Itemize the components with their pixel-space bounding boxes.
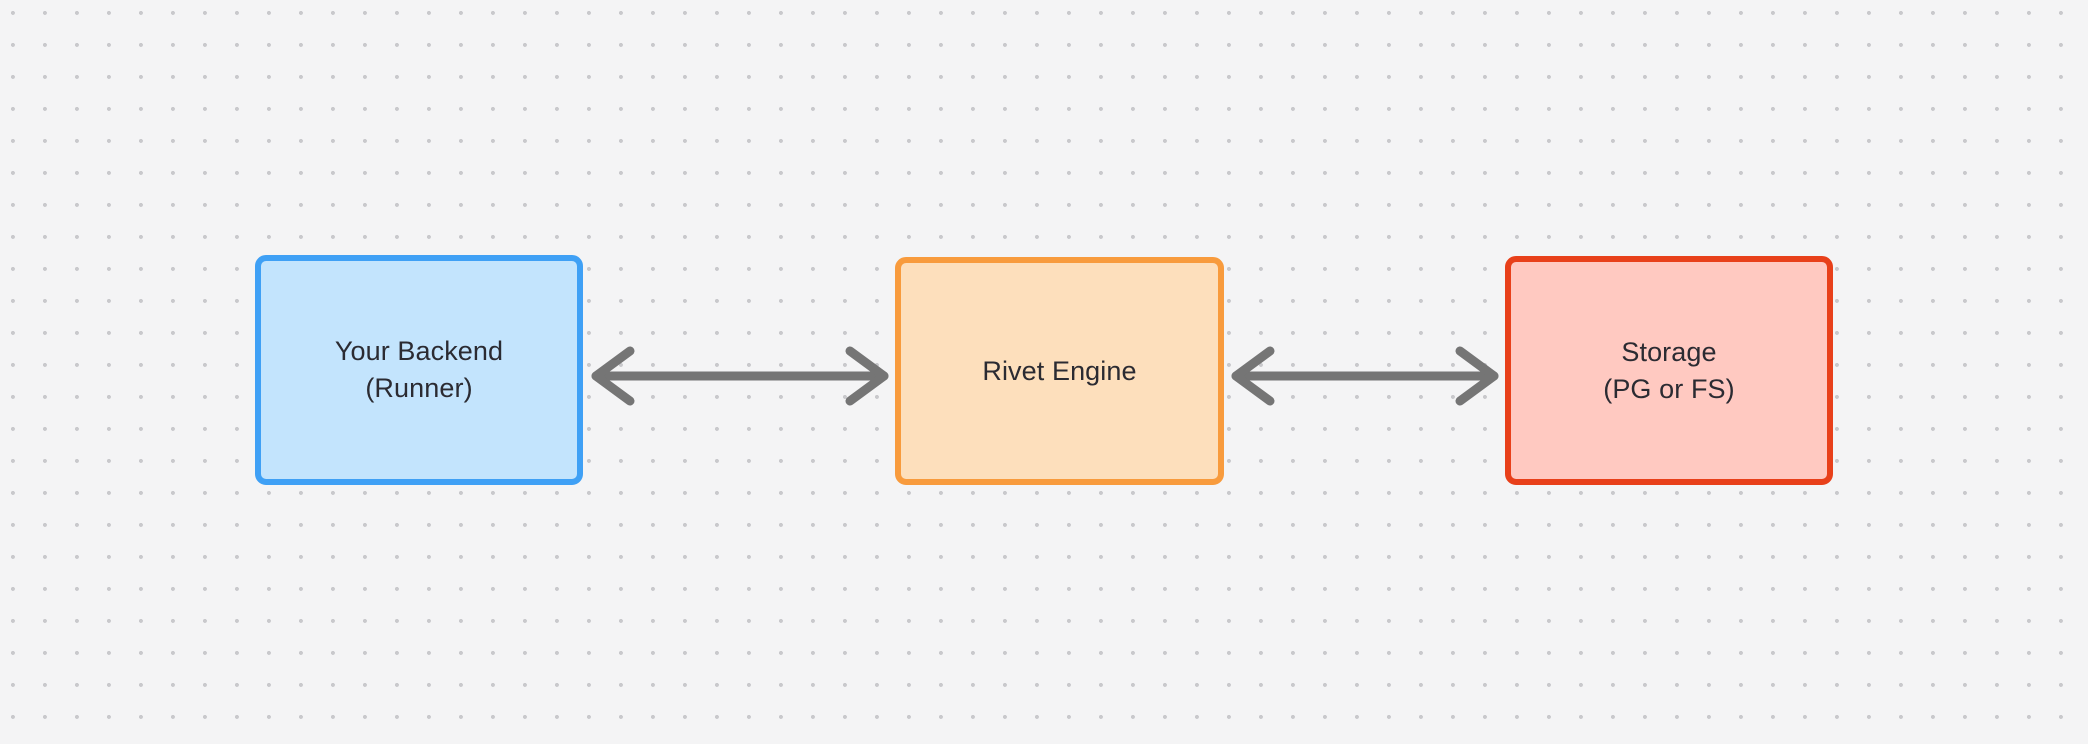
node-your-backend-line-2: (Runner) [365,373,473,403]
node-storage-line-1: Storage [1621,336,1717,367]
node-storage-line-2: (PG or FS) [1603,373,1735,404]
edge-backend-to-engine[interactable] [590,345,890,407]
node-rivet-engine[interactable]: Rivet Engine [895,257,1224,485]
bidirectional-arrow-icon [591,346,889,406]
node-rivet-engine-line-1: Rivet Engine [982,355,1137,386]
node-your-backend[interactable]: Your Backend (Runner) [255,255,583,485]
node-your-backend-line-1: Your Backend [334,336,504,367]
bidirectional-arrow-icon [1231,346,1499,406]
edge-engine-to-storage[interactable] [1230,345,1500,407]
node-storage[interactable]: Storage (PG or FS) [1505,256,1833,485]
